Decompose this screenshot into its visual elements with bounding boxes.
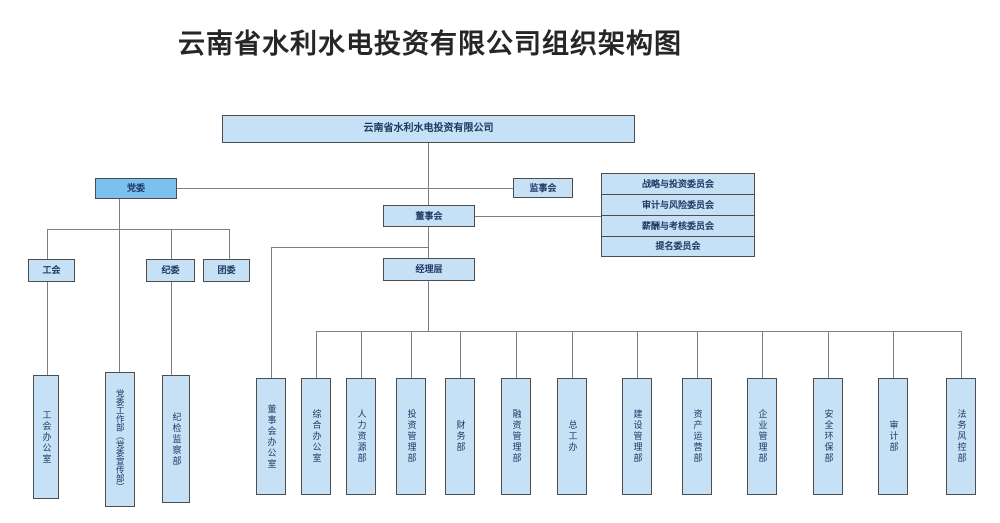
supervisory-board-box: 监事会 (513, 178, 573, 198)
dept-box: 投资管理部 (396, 378, 426, 495)
connector-party-bus (47, 229, 229, 230)
connector-dept-drop (460, 331, 461, 378)
party-work-dept-box: 党委工作部（党委宣传部） (105, 372, 135, 507)
union-box: 工会 (28, 259, 75, 282)
committee-box: 审计与风险委员会 (601, 194, 755, 216)
connector-board-office-branch (271, 247, 428, 248)
connector-dept-drop (361, 331, 362, 378)
dept-box: 安全环保部 (813, 378, 843, 495)
dept-box: 财务部 (445, 378, 475, 495)
connector-dept-drop (572, 331, 573, 378)
connector-dept-drop (893, 331, 894, 378)
connector-dept-drop (828, 331, 829, 378)
dept-box: 人力资源部 (346, 378, 376, 495)
committee-box: 战略与投资委员会 (601, 173, 755, 195)
discipline-inspection-box: 纪检监察部 (162, 375, 190, 503)
connector-discipline-drop (171, 229, 172, 259)
management-layer-box: 经理层 (383, 258, 475, 281)
connector-party-supervisory (177, 188, 513, 189)
connector-board-to-management (428, 227, 429, 258)
connector-dept-drop (516, 331, 517, 378)
dept-box: 审计部 (878, 378, 908, 495)
connector-dept-drop (316, 331, 317, 378)
board-office-box: 董事会办公室 (256, 378, 286, 495)
dept-box: 建设管理部 (622, 378, 652, 495)
connector-union-office-drop (47, 282, 48, 375)
connector-dept-drop (961, 331, 962, 378)
party-committee-box: 党委 (95, 178, 177, 199)
connector-party-down (119, 198, 120, 373)
dept-box: 法务风控部 (946, 378, 976, 495)
connector-department-bus (316, 331, 961, 332)
dept-box: 融资管理部 (501, 378, 531, 495)
connector-management-down (428, 281, 429, 331)
connector-dept-drop (697, 331, 698, 378)
connector-dept-drop (411, 331, 412, 378)
union-office-box: 工会办公室 (33, 375, 59, 499)
board-of-directors-box: 董事会 (383, 205, 475, 227)
discipline-committee-box: 纪委 (146, 259, 195, 282)
dept-box: 总工办 (557, 378, 587, 495)
dept-box: 企业管理部 (747, 378, 777, 495)
connector-union-drop (47, 229, 48, 259)
youth-league-box: 团委 (203, 259, 250, 282)
connector-root-to-board (428, 143, 429, 205)
connector-youth-drop (229, 229, 230, 259)
connector-board-to-committees (475, 216, 601, 217)
committee-box: 薪酬与考核委员会 (601, 215, 755, 237)
dept-box: 综合办公室 (301, 378, 331, 495)
connector-dept-drop (762, 331, 763, 378)
dept-box: 资产运营部 (682, 378, 712, 495)
connector-discipline-office-drop (171, 282, 172, 375)
chart-title: 云南省水利水电投资有限公司组织架构图 (178, 29, 682, 59)
connector-dept-drop (637, 331, 638, 378)
connector-board-office-drop (271, 247, 272, 378)
committee-box: 提名委员会 (601, 236, 755, 257)
root-company-box: 云南省水利水电投资有限公司 (222, 115, 635, 143)
